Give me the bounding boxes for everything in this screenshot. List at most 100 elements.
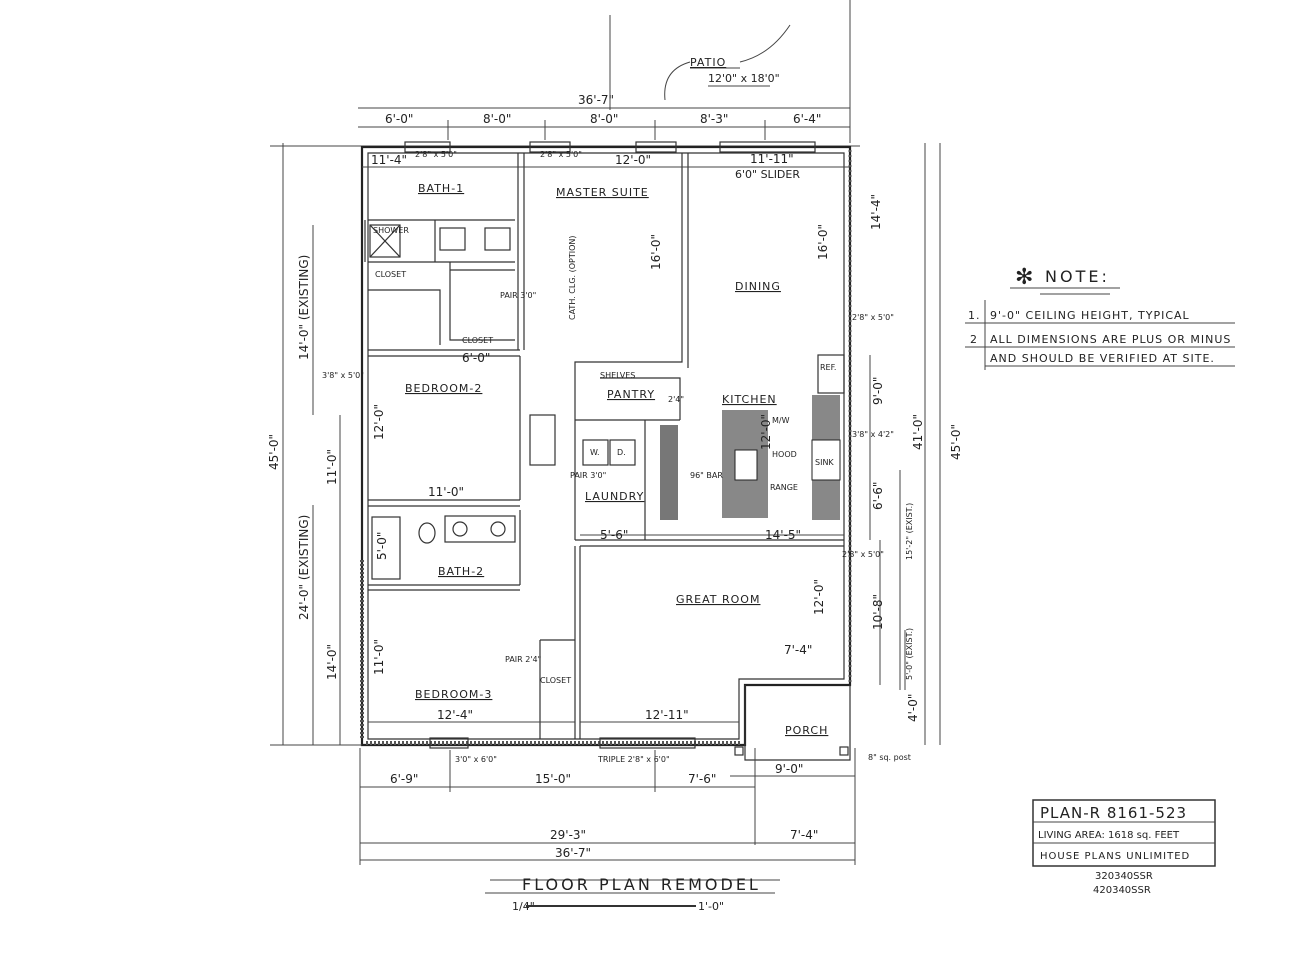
door-label: PAIR 2'4"	[505, 655, 541, 664]
counter	[660, 425, 678, 520]
dim-top-1: 6'-0"	[385, 112, 413, 126]
shower-label: SHOWER	[373, 226, 409, 235]
dim: 15'-2" (EXIST.)	[905, 503, 914, 560]
dim: 14'-0"	[325, 644, 339, 680]
window	[429, 737, 469, 749]
kitchen-sink	[811, 439, 841, 481]
ref-label: REF.	[820, 363, 836, 372]
bath2-vanity	[444, 515, 516, 543]
mw-label: M/W	[772, 416, 790, 425]
interior-wall	[368, 356, 521, 591]
patio-label: PATIO	[690, 56, 726, 69]
interior-wall	[517, 153, 525, 350]
dim: 9'-0"	[871, 377, 885, 405]
dim: 11'-4"	[371, 153, 407, 167]
interior-wall	[574, 539, 844, 739]
window-label: 2'8" x 5'0"	[415, 150, 457, 159]
dim: 4'-0"	[906, 694, 920, 722]
closet-label: CLOSET	[540, 676, 571, 685]
dim-top-4: 8'-3"	[700, 112, 728, 126]
dim: 7'-4"	[784, 643, 812, 657]
dim: 6'-9"	[390, 772, 418, 786]
room-label-bath1: BATH-1	[418, 182, 464, 195]
patio-leader	[664, 24, 791, 101]
dim: 36'-7"	[555, 846, 591, 860]
bath1-counter	[364, 219, 515, 263]
drawing-title: FLOOR PLAN REMODEL	[522, 875, 761, 894]
room-label-porch: PORCH	[785, 724, 828, 737]
dim: 7'-4"	[790, 828, 818, 842]
note-number: 1.	[968, 309, 981, 322]
note-text: AND SHOULD BE VERIFIED AT SITE.	[990, 352, 1215, 365]
door-label: 2'4"	[668, 395, 684, 404]
window	[404, 141, 451, 153]
shower	[369, 224, 401, 258]
note-number: 2	[970, 333, 978, 346]
code-2: 420340SSR	[1093, 885, 1151, 896]
dim: 14'-5"	[765, 528, 801, 542]
dim: 6'-6"	[871, 482, 885, 510]
range-label: RANGE	[770, 483, 798, 492]
porch	[744, 685, 851, 761]
window	[599, 737, 696, 749]
living-area: LIVING AREA: 1618 sq. FEET	[1038, 830, 1180, 841]
interior-wall	[368, 499, 520, 507]
asterisk-icon: ✻	[1015, 265, 1033, 290]
slider-door	[719, 141, 816, 153]
dim: 14'-0" (EXISTING)	[297, 255, 311, 360]
room-label-kitchen: KITCHEN	[722, 393, 777, 406]
exterior-wall-inner	[367, 152, 845, 740]
sink-icon	[484, 227, 511, 251]
company-name: HOUSE PLANS UNLIMITED	[1040, 851, 1190, 862]
dim: 5'-0"	[375, 532, 389, 560]
dim: 12'-0"	[372, 404, 386, 440]
interior-dimensions: 11'-4" 12'-0" 11'-11" 16'-0" 16'-0" 14'-…	[362, 152, 883, 723]
dim: 11'-0"	[325, 449, 339, 485]
dim: 5'-6"	[600, 528, 628, 542]
room-label-dining: DINING	[735, 280, 781, 293]
notes-heading: NOTE:	[1045, 267, 1110, 286]
dim: 12'-0"	[759, 414, 773, 450]
interior-wall	[368, 349, 520, 357]
dim: 11'-0"	[372, 639, 386, 675]
dim: 10'-8"	[871, 594, 885, 630]
door-label: PAIR 3'0"	[500, 291, 536, 300]
closet-label: CLOSET	[375, 270, 406, 279]
closets	[368, 262, 515, 345]
dim: 14'-4"	[869, 194, 883, 230]
bar-label: 96" BAR	[690, 471, 723, 480]
window-label: 3'8" x 5'0"	[322, 371, 364, 380]
room-label-bedroom2: BEDROOM-2	[405, 382, 482, 395]
cooktop	[734, 449, 758, 481]
toilet-icon	[418, 522, 436, 544]
dim: 15'-0"	[535, 772, 571, 786]
plan-number: PLAN-R 8161-523	[1040, 804, 1187, 822]
right-dimensions: 41'-0" 45'-0" 9'-0" 6'-6" 15'-2" (EXIST.…	[869, 143, 963, 745]
dim: 45'-0"	[949, 424, 963, 460]
scale-left: 1/4"	[512, 900, 535, 913]
left-dimensions: 45'-0" 14'-0" (EXISTING) 11'-0" 24'-0" (…	[267, 143, 362, 746]
room-label-bedroom3: BEDROOM-3	[415, 688, 492, 701]
dim: 7'-6"	[688, 772, 716, 786]
dim: 12'-0"	[615, 153, 651, 167]
room-label-pantry: PANTRY	[607, 388, 655, 401]
porch-post	[839, 746, 849, 756]
dim: 9'-0"	[775, 762, 803, 776]
bathtub	[371, 516, 401, 580]
door-label: PAIR 3'0"	[570, 471, 606, 480]
dim: 45'-0"	[267, 434, 281, 470]
post-label: 8" sq. post	[868, 753, 911, 762]
window-label: 2'8" x 5'0"	[842, 550, 884, 559]
title-block: PLAN-R 8161-523 LIVING AREA: 1618 sq. FE…	[1032, 799, 1216, 896]
sink-label: SINK	[815, 458, 834, 467]
cathedral-label: CATH. CLG. (OPTION)	[568, 235, 577, 320]
dryer-label: D.	[617, 448, 626, 457]
dim: 16'-0"	[816, 224, 830, 260]
dim: 41'-0"	[911, 414, 925, 450]
pantry-walls	[575, 377, 681, 540]
dim: 16'-0"	[649, 234, 663, 270]
washer-label: W.	[590, 448, 600, 457]
room-label-bath2: BATH-2	[438, 565, 484, 578]
dim: 12'-0"	[812, 579, 826, 615]
